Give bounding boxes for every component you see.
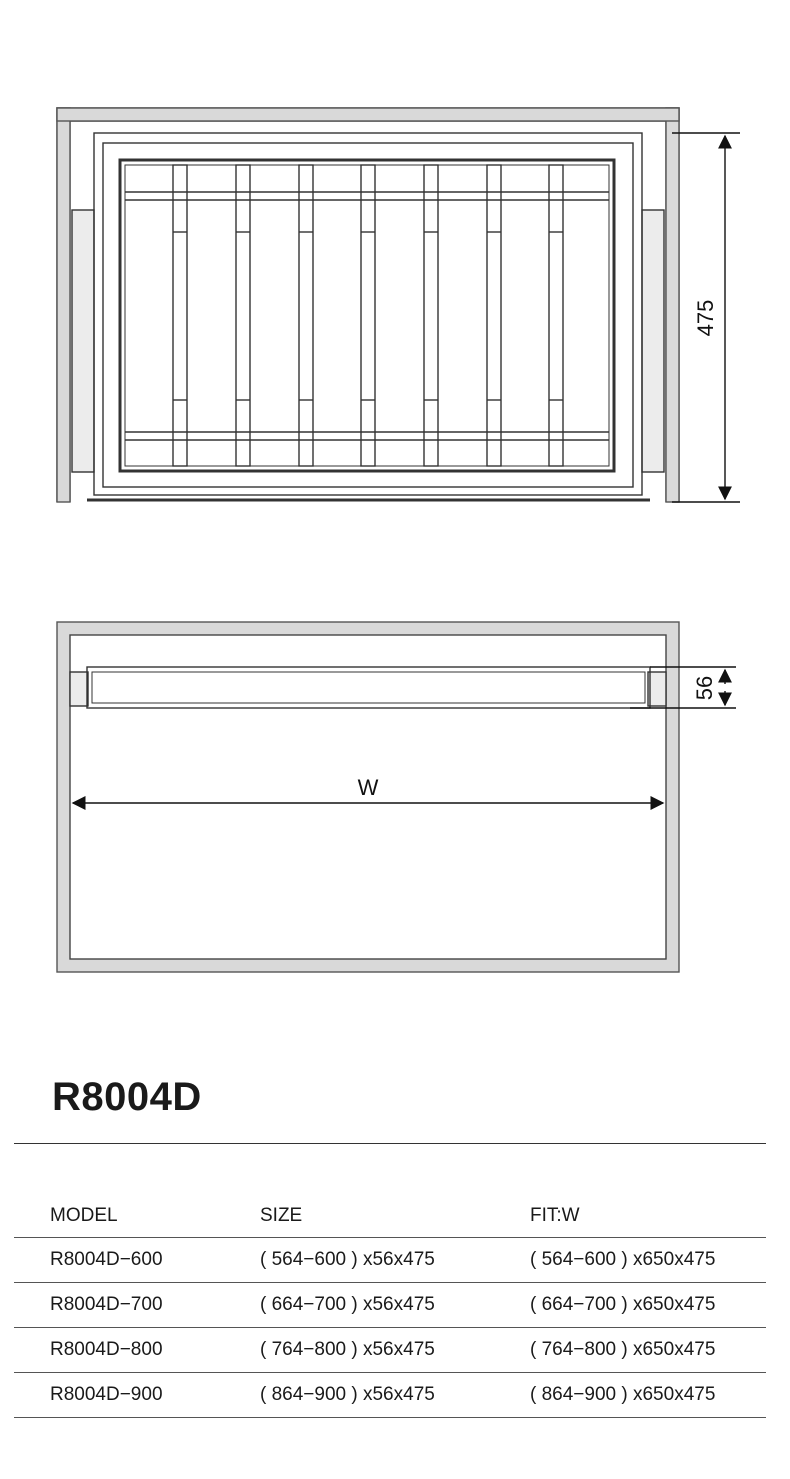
model-cell: R8004D−900 [14, 1372, 260, 1418]
basket-dividers [172, 164, 564, 467]
depth-dimension-label: 56 [692, 676, 717, 700]
table-row: R8004D−800 ( 764−800 ) x56x475 ( 764−800… [14, 1327, 766, 1373]
size-cell: ( 764−800 ) x56x475 [260, 1327, 530, 1373]
fit-cell: ( 764−800 ) x650x475 [530, 1327, 766, 1373]
spec-table: MODEL SIZE FIT:W R8004D−600 ( 564−600 ) … [14, 1195, 766, 1418]
front-view-drawing [56, 107, 680, 503]
product-title: R8004D [52, 1075, 202, 1119]
width-dimension-label: W [358, 775, 379, 800]
model-cell: R8004D−800 [14, 1327, 260, 1373]
header-model: MODEL [14, 1195, 260, 1238]
fit-cell: ( 664−700 ) x650x475 [530, 1282, 766, 1328]
header-size: SIZE [260, 1195, 530, 1238]
table-row: R8004D−600 ( 564−600 ) x56x475 ( 564−600… [14, 1237, 766, 1283]
table-header-row: MODEL SIZE FIT:W [14, 1195, 766, 1238]
depth-dimension [630, 666, 736, 709]
fit-cell: ( 864−900 ) x650x475 [530, 1372, 766, 1418]
height-dimension-label: 475 [693, 300, 718, 337]
title-divider [14, 1143, 766, 1144]
size-cell: ( 864−900 ) x56x475 [260, 1372, 530, 1418]
height-dimension [672, 132, 740, 503]
technical-drawings: 475 56 W [56, 107, 740, 973]
fit-cell: ( 564−600 ) x650x475 [530, 1237, 766, 1283]
table-row: R8004D−900 ( 864−900 ) x56x475 ( 864−900… [14, 1372, 766, 1418]
model-cell: R8004D−600 [14, 1237, 260, 1283]
size-cell: ( 564−600 ) x56x475 [260, 1237, 530, 1283]
header-fit-width: FIT:W [530, 1195, 766, 1238]
table-row: R8004D−700 ( 664−700 ) x56x475 ( 664−700… [14, 1282, 766, 1328]
size-cell: ( 664−700 ) x56x475 [260, 1282, 530, 1328]
model-cell: R8004D−700 [14, 1282, 260, 1328]
